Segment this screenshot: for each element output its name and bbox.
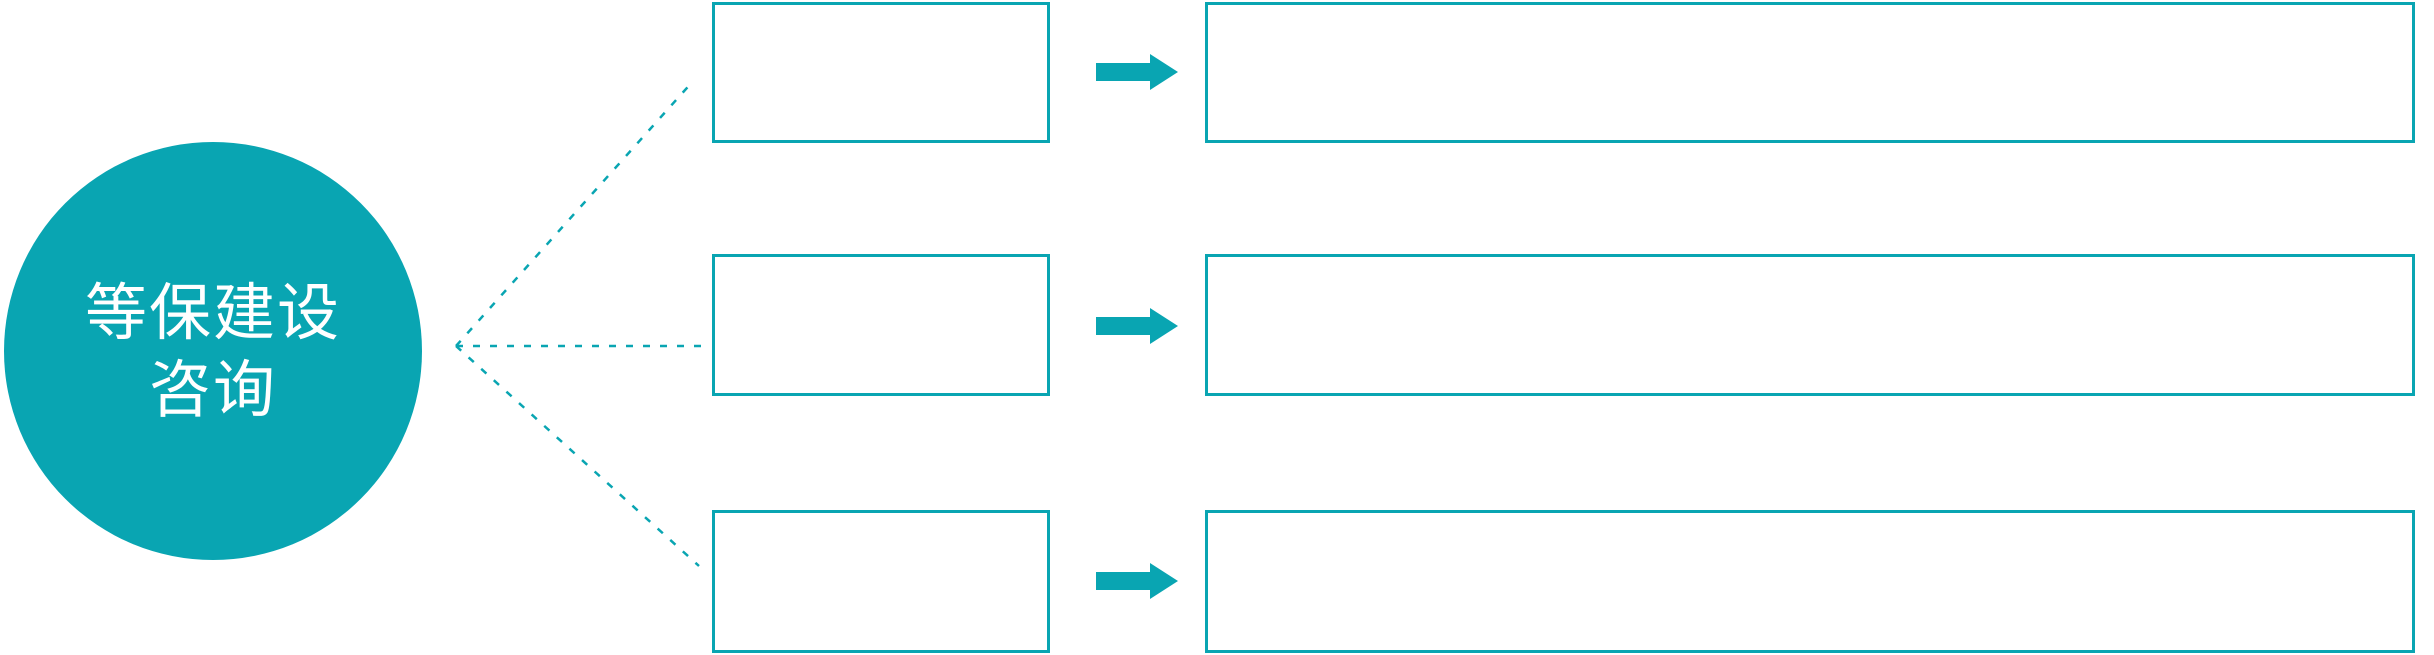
detail-box-2 bbox=[1205, 254, 2415, 396]
arrow-right-icon bbox=[1096, 563, 1178, 599]
connector-line-bottom bbox=[455, 345, 700, 567]
arrow-right-icon bbox=[1096, 308, 1178, 344]
hub-circle: 等保建设 咨询 bbox=[4, 142, 422, 560]
detail-box-1 bbox=[1205, 2, 2415, 143]
step-box-3 bbox=[712, 510, 1050, 653]
step-box-2 bbox=[712, 254, 1050, 396]
connector-line-top bbox=[455, 79, 695, 347]
hub-label-line2: 咨询 bbox=[148, 353, 277, 426]
hub-label-line1: 等保建设 bbox=[84, 276, 341, 349]
arrow-right-icon bbox=[1096, 54, 1178, 90]
step-box-1 bbox=[712, 2, 1050, 143]
detail-box-3 bbox=[1205, 510, 2415, 653]
